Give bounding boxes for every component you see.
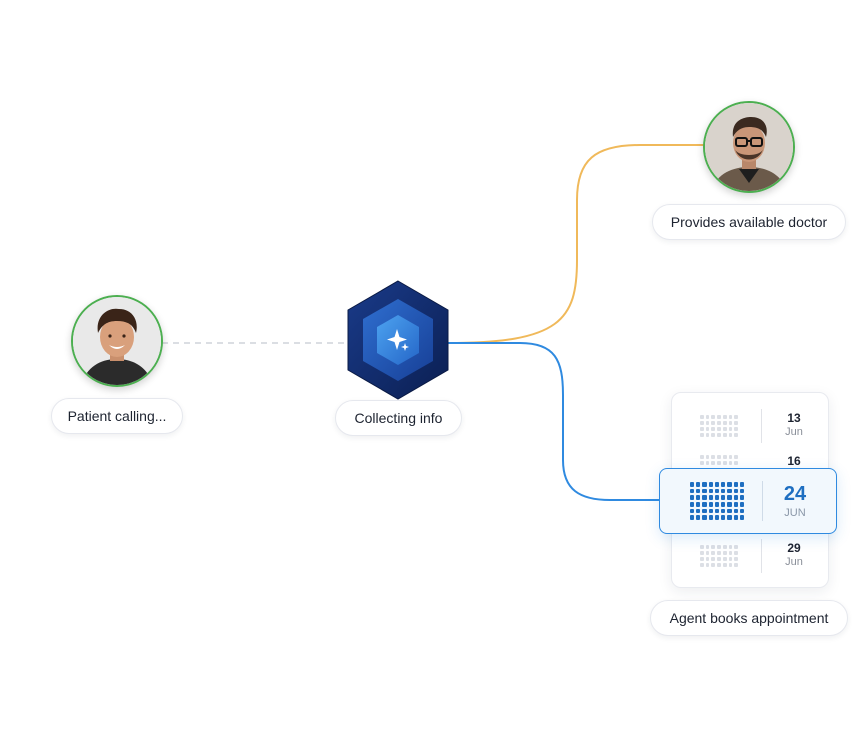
calendar-month: Jun — [785, 556, 803, 568]
hub-to-doctor-line — [447, 144, 705, 344]
calendar-slot-grid-icon — [700, 545, 738, 567]
calendar-day: 29 — [787, 541, 801, 555]
doctor-label: Provides available doctor — [652, 204, 846, 240]
patient-label: Patient calling... — [51, 398, 183, 434]
calendar-divider — [761, 539, 762, 573]
calendar-slot-grid-icon — [700, 415, 738, 437]
calendar-row[interactable]: 29 Jun — [672, 539, 828, 579]
selected-slot-grid-icon — [690, 482, 744, 520]
selected-divider — [762, 481, 763, 521]
calendar-day: 13 — [787, 411, 801, 425]
ai-hub-node[interactable] — [343, 279, 453, 401]
sparkle-icon — [387, 329, 409, 351]
calendar-row[interactable]: 13 Jun — [672, 409, 828, 449]
calendar-day: 16 — [787, 454, 801, 468]
patient-avatar[interactable] — [71, 295, 163, 387]
patient-portrait — [73, 297, 161, 385]
calendar-slot-grid-icon — [700, 455, 738, 465]
calendar-month: Jun — [785, 426, 803, 438]
selected-month: JUN — [784, 507, 806, 519]
selected-date-card[interactable]: 24 JUN — [659, 468, 837, 534]
calendar-divider — [761, 409, 762, 443]
selected-day: 24 — [783, 483, 807, 505]
calendar-row[interactable]: 16 — [672, 452, 828, 492]
hub-to-booking-line — [448, 342, 660, 501]
hub-label: Collecting info — [335, 400, 462, 436]
doctor-avatar[interactable] — [703, 101, 795, 193]
booking-label: Agent books appointment — [650, 600, 848, 636]
doctor-portrait — [705, 103, 793, 191]
